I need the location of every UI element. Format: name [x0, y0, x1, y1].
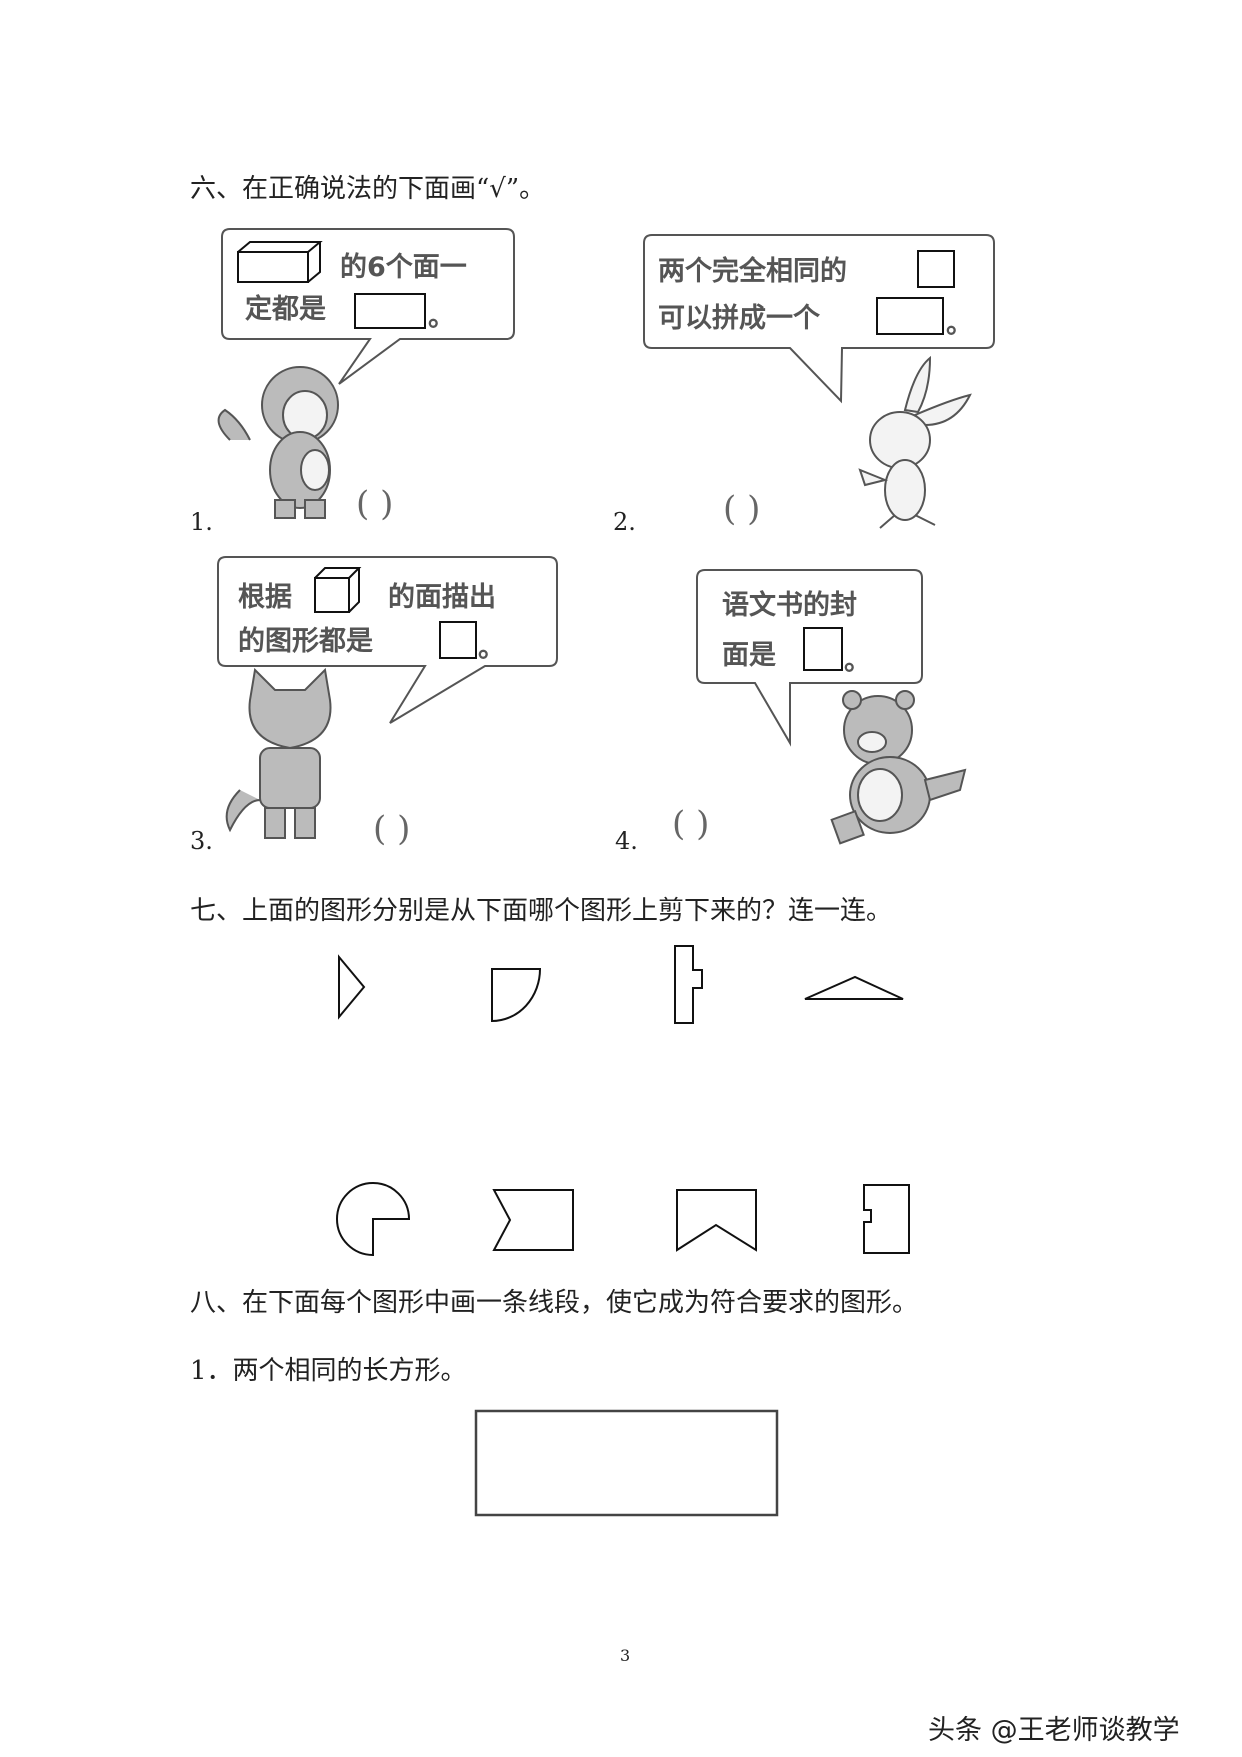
blank-square-icon	[439, 621, 477, 659]
panel-1: 的6个面一 定都是 。 ( )	[217, 228, 515, 524]
cuboid-icon	[237, 241, 323, 283]
drawing-rectangle[interactable]	[474, 1409, 779, 1517]
answer-parentheses-1[interactable]: ( )	[356, 484, 393, 524]
rectangle-v-notch-left[interactable]	[492, 1189, 574, 1251]
section6-title: 六、在正确说法的下面画“√”。	[190, 174, 546, 204]
answer-parentheses-2[interactable]: ( )	[723, 489, 760, 529]
section7-title: 七、上面的图形分别是从下面哪个图形上剪下来的？连一连。	[190, 896, 893, 926]
panel-4: 语文书的封 面是 。 ( )	[672, 569, 967, 845]
page-number: 3	[620, 1646, 631, 1665]
bubble1-line2: 定都是	[245, 293, 326, 325]
speech-bubble-1	[221, 228, 515, 385]
section8-title: 八、在下面每个图形中画一条线段，使它成为符合要求的图形。	[190, 1288, 919, 1318]
section8-item1: 1．两个相同的长方形。	[190, 1356, 467, 1386]
bottom-shapes-row	[336, 1182, 910, 1257]
bubble2-line1: 两个完全相同的	[658, 255, 847, 287]
blank-square-icon	[354, 293, 426, 329]
monkey-illustration	[217, 366, 339, 519]
panel-3: 根据 的面描出 的图形都是 。 ( )	[217, 556, 558, 849]
item-number-2: 2.	[613, 508, 636, 536]
notched-bar-piece[interactable]	[674, 945, 703, 1024]
top-shapes-row	[338, 945, 904, 1024]
blank-square-icon	[917, 250, 955, 288]
blank-rectangle-icon	[803, 627, 843, 671]
bubble4-line1: 语文书的封	[722, 589, 857, 621]
rabbit-illustration	[858, 355, 972, 529]
flat-triangle-piece[interactable]	[804, 975, 904, 1000]
bubble1-end: 。	[428, 302, 455, 333]
cube-icon	[314, 567, 362, 613]
item-number-1: 1.	[190, 508, 213, 536]
bubble3-line1b: 的面描出	[388, 581, 496, 613]
panel-2: 两个完全相同的 可以拼成一个 。 ( )	[643, 234, 995, 529]
bubble1-line1: 的6个面一	[340, 251, 467, 283]
speech-bubble-4	[696, 569, 923, 747]
rectangle-notch-left[interactable]	[863, 1184, 910, 1254]
bear-illustration	[830, 690, 967, 845]
item-number-4: 4.	[615, 827, 638, 855]
bubble4-line2: 面是	[722, 640, 776, 671]
item-number-3: 3.	[190, 827, 213, 855]
bubble3-line1a: 根据	[238, 582, 292, 613]
bubble2-line2: 可以拼成一个	[658, 303, 821, 334]
bubble3-line2: 的图形都是	[238, 625, 373, 657]
bubble4-end: 。	[844, 646, 871, 677]
rectangle-v-notch-bottom[interactable]	[676, 1189, 757, 1252]
quarter-circle-piece[interactable]	[491, 968, 542, 1023]
answer-parentheses-3[interactable]: ( )	[373, 809, 410, 849]
bubble2-end: 。	[946, 309, 973, 340]
watermark: 头条 @王老师谈教学	[928, 1715, 1180, 1746]
cat-illustration	[225, 667, 332, 839]
circle-missing-quarter[interactable]	[336, 1182, 411, 1257]
speech-bubble-3	[217, 556, 558, 724]
speech-bubble-2	[643, 234, 995, 404]
triangle-piece[interactable]	[338, 954, 366, 1020]
blank-rectangle-icon	[876, 297, 944, 335]
answer-parentheses-4[interactable]: ( )	[672, 804, 709, 844]
bubble3-end: 。	[478, 633, 505, 664]
